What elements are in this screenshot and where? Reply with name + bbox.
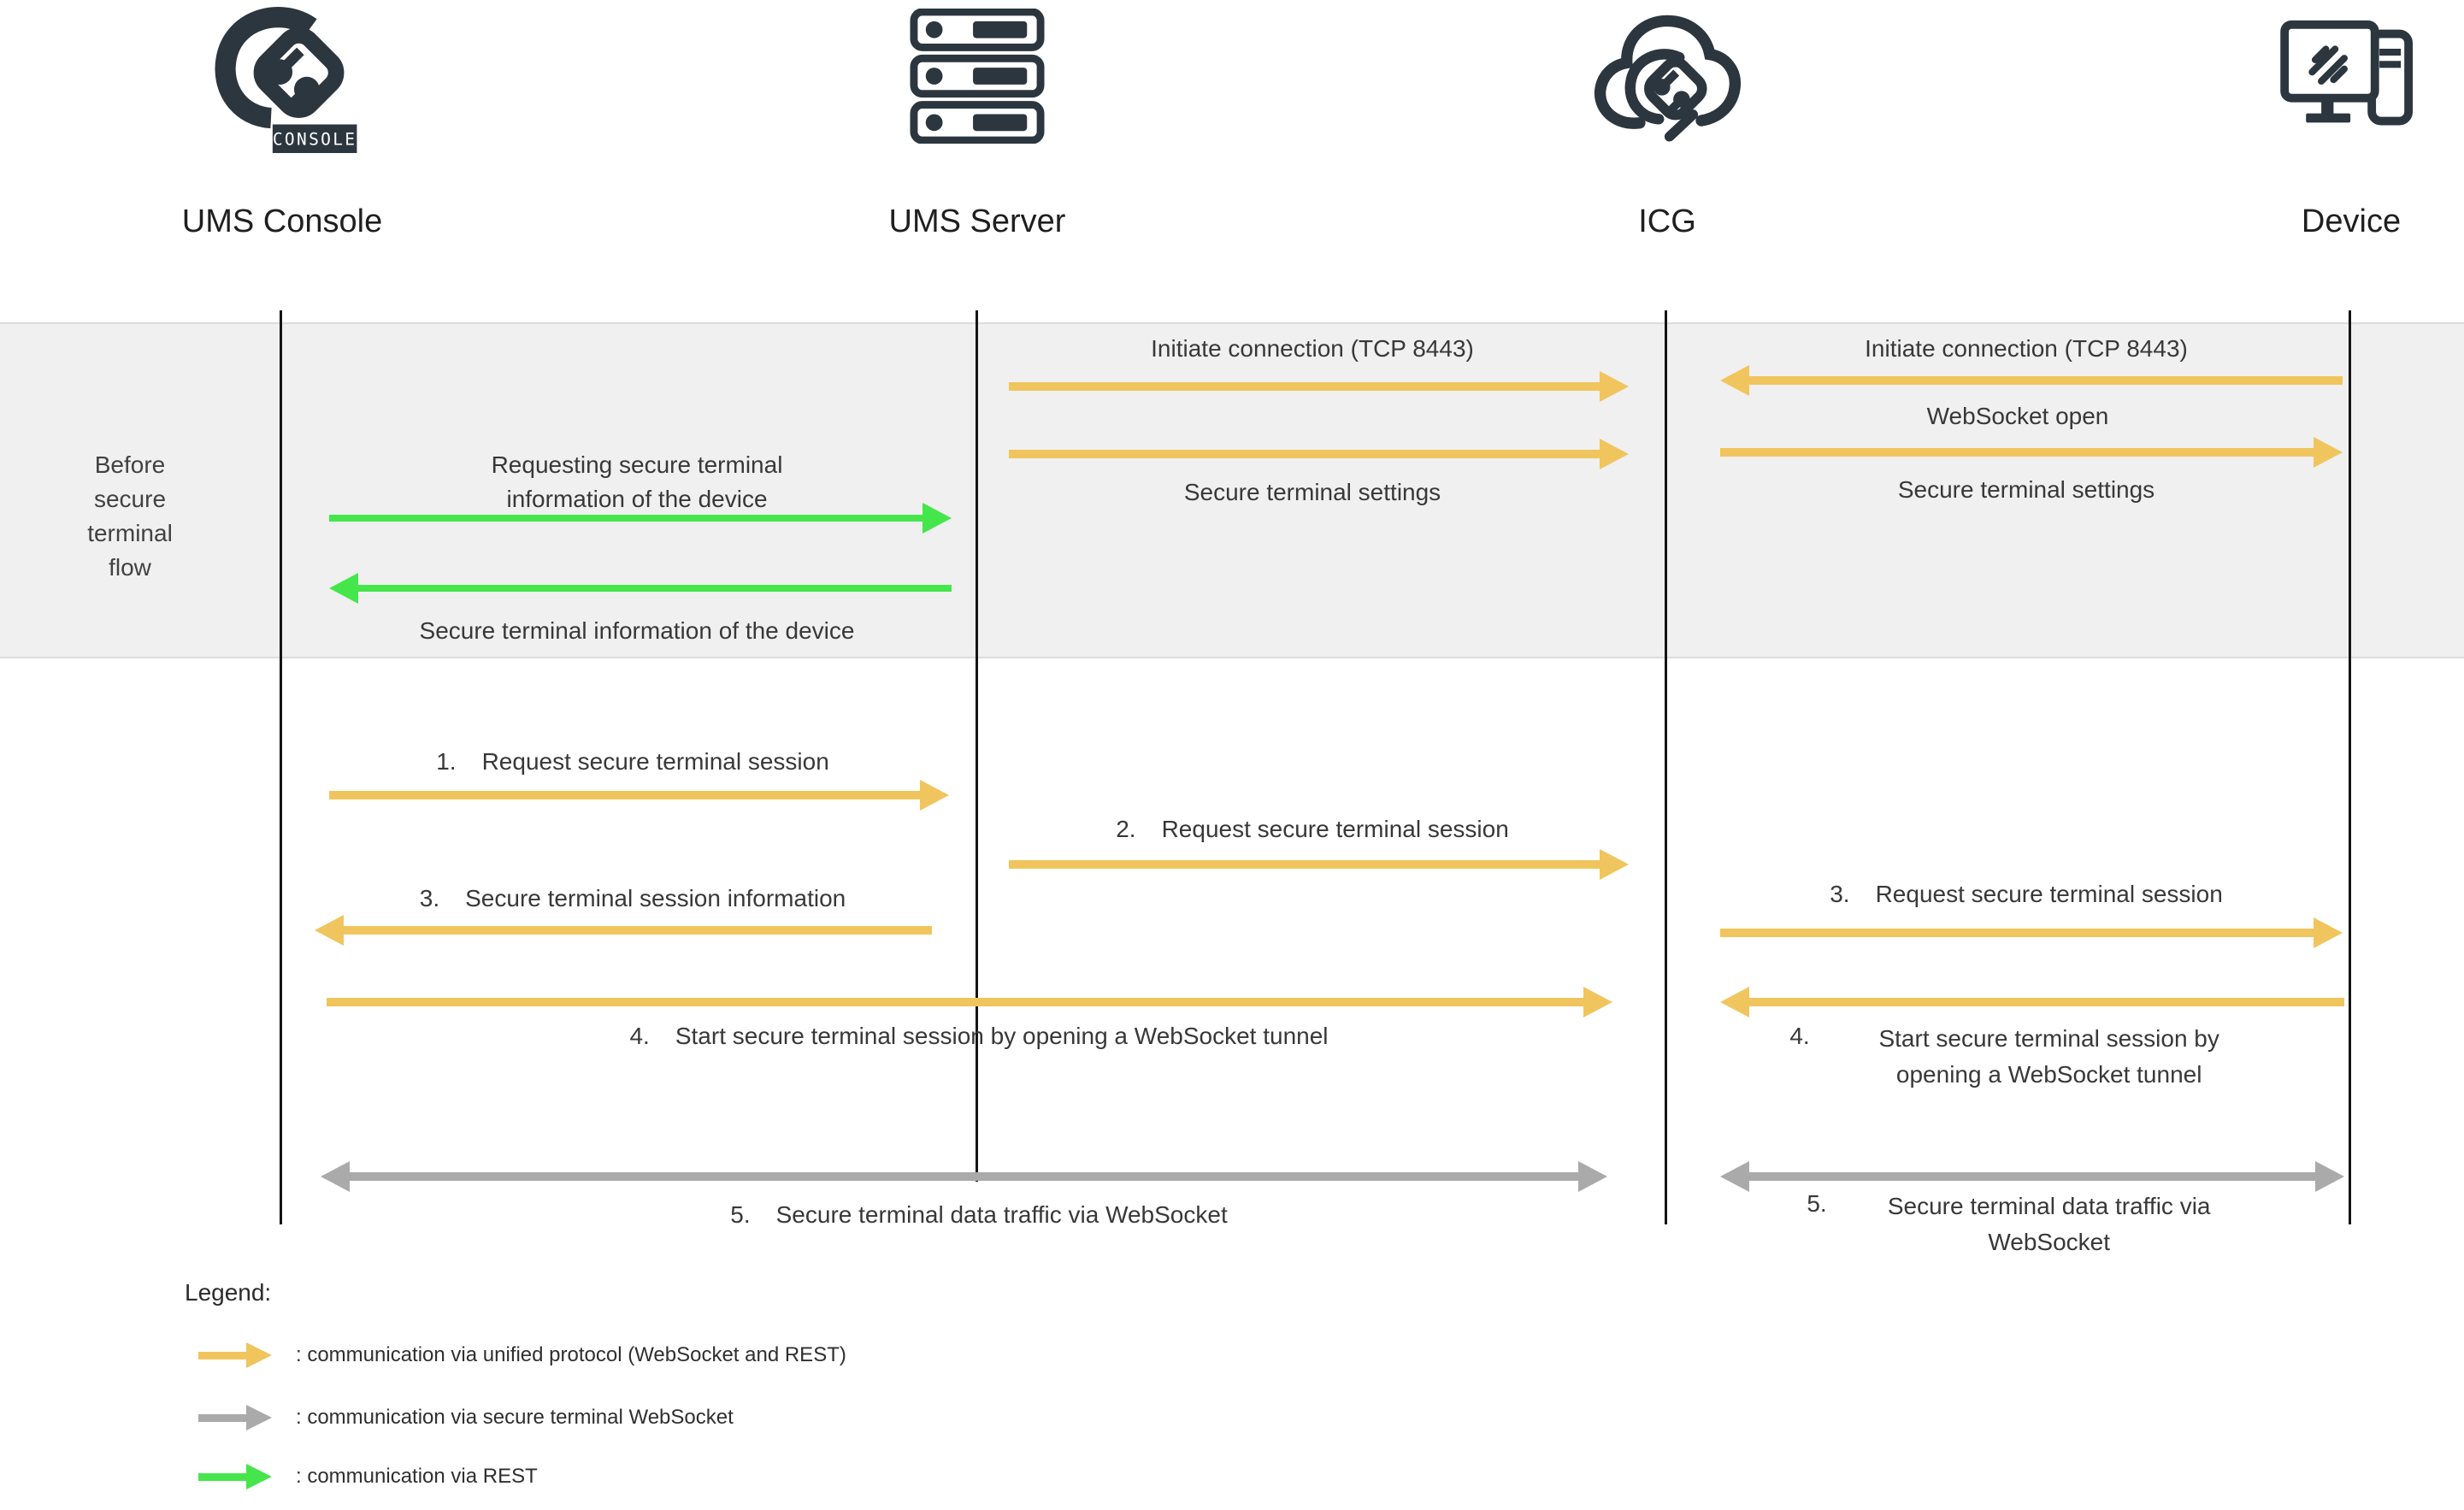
arrow-step5-data-traffic bbox=[321, 1161, 1607, 1192]
legend-text-unified: : communication via unified protocol (We… bbox=[296, 1343, 846, 1366]
phase-band-label: Before secure terminal flow bbox=[87, 451, 173, 581]
step-text: Secure terminal session information bbox=[465, 885, 846, 911]
step-number: 5. bbox=[1807, 1190, 1827, 1217]
legend-text-rest: : communication via REST bbox=[296, 1465, 538, 1488]
console-badge-text: CONSOLE bbox=[273, 130, 357, 150]
ums-console-icon: CONSOLE bbox=[215, 7, 357, 153]
lifeline-ums-server bbox=[976, 310, 978, 1182]
step-label-3-right: 3. Request secure terminal session bbox=[1830, 879, 2223, 910]
lifeline-icg bbox=[1665, 310, 1667, 1224]
step-label-3-left: 3. Secure terminal session information bbox=[420, 883, 846, 914]
actor-device: Device bbox=[2180, 0, 2464, 239]
step-number: 1. bbox=[436, 748, 457, 775]
arrow-step5-data-traffic-device bbox=[1720, 1161, 2344, 1192]
legend-row-unified: : communication via unified protocol (We… bbox=[198, 1342, 846, 1368]
arrow-info-response bbox=[329, 573, 952, 604]
message-label-initiate-server-icg: Initiate connection (TCP 8443) bbox=[1151, 335, 1474, 362]
step-number: 2. bbox=[1116, 816, 1136, 842]
cloud-gateway-icon bbox=[1595, 15, 1741, 142]
arrow-step3-session-info bbox=[315, 915, 932, 946]
step-text: Request secure terminal session bbox=[1161, 816, 1509, 842]
legend-rest-arrow-icon bbox=[198, 1464, 272, 1489]
arrow-step2-request-session bbox=[1009, 849, 1629, 880]
legend-unified-arrow-icon bbox=[198, 1342, 272, 1368]
message-label-info-response: Secure terminal information of the devic… bbox=[419, 617, 855, 644]
actor-ums-server: UMS Server bbox=[806, 0, 1148, 239]
step-label-2: 2. Request secure terminal session bbox=[1116, 814, 1509, 845]
lifeline-device bbox=[2349, 310, 2351, 1224]
device-icon bbox=[2280, 20, 2414, 126]
step-number: 3. bbox=[1830, 881, 1850, 907]
message-label-request-info: Requesting secure terminal information o… bbox=[491, 451, 783, 512]
legend-text-secure-ws: : communication via secure terminal WebS… bbox=[296, 1406, 734, 1429]
step-number: 4. bbox=[629, 1023, 650, 1049]
step-number: 4. bbox=[1789, 1023, 1810, 1049]
message-label-settings-server-icg: Secure terminal settings bbox=[1183, 479, 1441, 505]
legend-secure-ws-arrow-icon bbox=[198, 1405, 272, 1430]
arrow-initiate-server-icg bbox=[1009, 371, 1629, 402]
step-label-5-left: 5. Secure terminal data traffic via WebS… bbox=[730, 1200, 1227, 1230]
arrow-websocket-open bbox=[1720, 437, 2343, 468]
step-text: Secure terminal data traffic via WebSock… bbox=[775, 1201, 1228, 1228]
arrow-step4-start-session bbox=[327, 987, 1612, 1017]
arrow-step1-request-session bbox=[329, 780, 949, 811]
actor-label-device: Device bbox=[2301, 203, 2402, 239]
step-text: Start secure terminal session by opening… bbox=[675, 1023, 1329, 1049]
step-number: 5. bbox=[730, 1201, 751, 1228]
step-label-4-right: 4. Start secure terminal session by open… bbox=[1789, 1021, 2262, 1093]
actor-icg: ICG bbox=[1496, 0, 1838, 239]
step-text: Start secure terminal session by opening… bbox=[1878, 1025, 2219, 1088]
actor-label-icg: ICG bbox=[1638, 203, 1696, 239]
arrow-initiate-device-icg bbox=[1720, 365, 2343, 396]
actor-label-ums-console: UMS Console bbox=[181, 203, 383, 239]
legend-row-secure-ws: : communication via secure terminal WebS… bbox=[198, 1405, 734, 1430]
step-number: 3. bbox=[419, 885, 440, 911]
step-label-4-left: 4. Start secure terminal session by open… bbox=[629, 1021, 1328, 1052]
step-label-5-right: 5. Secure terminal data traffic via WebS… bbox=[1807, 1189, 2245, 1260]
arrow-step3-request-session bbox=[1720, 917, 2343, 948]
step-text: Request secure terminal session bbox=[1875, 881, 2223, 907]
message-label-initiate-device-icg: Initiate connection (TCP 8443) bbox=[1865, 335, 2188, 362]
actor-label-ums-server: UMS Server bbox=[888, 203, 1066, 239]
step-text: Request secure terminal session bbox=[481, 748, 829, 775]
message-label-websocket-open: WebSocket open bbox=[1926, 403, 2109, 429]
arrow-request-info bbox=[329, 503, 952, 534]
arrow-step4-start-session-device bbox=[1720, 987, 2344, 1017]
arrow-settings-server-icg bbox=[1009, 439, 1629, 469]
legend-row-rest: : communication via REST bbox=[198, 1464, 538, 1489]
lifeline-ums-console bbox=[280, 310, 282, 1224]
legend-title: Legend: bbox=[185, 1279, 272, 1306]
step-label-1: 1. Request secure terminal session bbox=[436, 746, 829, 777]
server-stack-icon bbox=[910, 9, 1045, 144]
message-label-settings-icg-device: Secure terminal settings bbox=[1897, 476, 2155, 503]
actor-ums-console: CONSOLE UMS Console bbox=[111, 0, 453, 239]
step-text: Secure terminal data traffic via WebSock… bbox=[1887, 1193, 2211, 1255]
